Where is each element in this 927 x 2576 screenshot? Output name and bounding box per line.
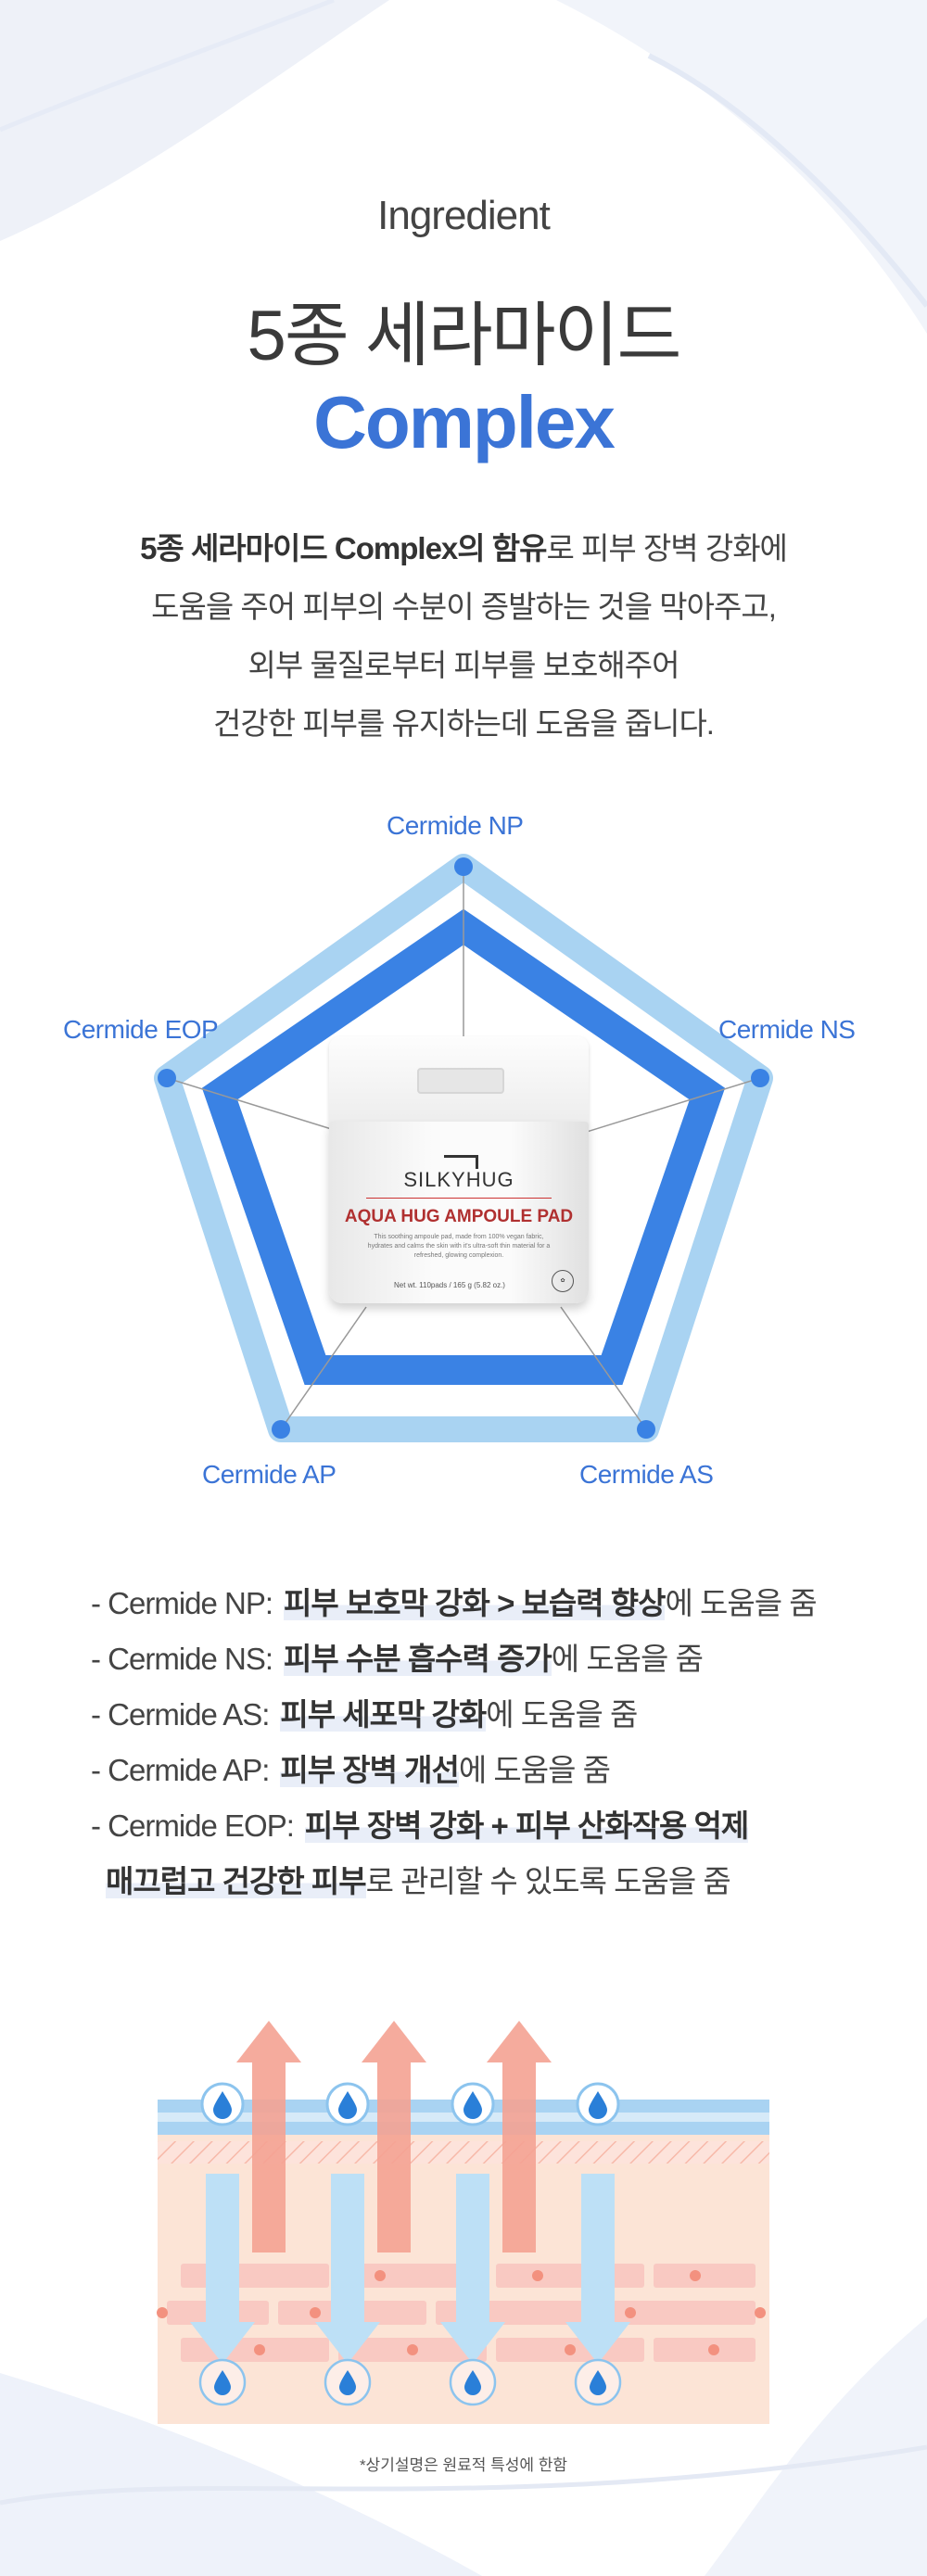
label-cermide-eop: Cermide EOP	[63, 1015, 219, 1044]
feature-item-np: - Cermide NP: 피부 보호막 강화 > 보습력 향상에 도움을 줌	[91, 1576, 870, 1631]
feature-rest: 로 관리할 수 있도록 도움을 줌	[365, 1864, 731, 1898]
label-cermide-ns: Cermide NS	[718, 1015, 856, 1044]
jar-body	[329, 1122, 589, 1303]
page-title: 5종 세라마이드	[247, 297, 682, 375]
ingredient-description: 5종 세라마이드 Complex의 함유로 피부 장벽 강화에 도움을 주어 피…	[0, 519, 927, 753]
vertex-as	[637, 1420, 655, 1439]
droplet-icon	[198, 2358, 247, 2406]
feature-rest: 에 도움을 줌	[486, 1697, 638, 1732]
vegan-badge-icon: ✿	[552, 1270, 574, 1292]
feature-rest: 에 도움을 줌	[665, 1586, 817, 1620]
down-arrow-icon	[190, 2174, 255, 2364]
droplet-icon	[325, 2082, 370, 2126]
desc-line-1-rest: 로 피부 장벽 강화에	[546, 531, 788, 565]
product-jar-image: SILKYHUG AQUA HUG AMPOULE PAD This sooth…	[329, 1036, 589, 1305]
feature-rest: 에 도움을 줌	[458, 1753, 611, 1787]
hatched-layer	[158, 2141, 769, 2164]
feature-rest: 에 도움을 줌	[551, 1642, 704, 1676]
product-weight: Net wt. 110pads / 165 g (5.82 oz.)	[394, 1281, 505, 1289]
label-cermide-as: Cermide AS	[579, 1460, 714, 1489]
feature-highlight: 피부 수분 흡수력 증가	[284, 1642, 552, 1676]
jar-lid	[329, 1036, 589, 1129]
absorption-arrows	[190, 2174, 630, 2364]
deep-droplets	[198, 2358, 622, 2406]
feature-highlight: 피부 세포막 강화	[280, 1697, 487, 1732]
feature-highlight: 피부 장벽 강화 + 피부 산화작용 억제	[304, 1808, 749, 1843]
outer-pentagon	[154, 854, 773, 1442]
feature-highlight: 매끄럽고 건강한 피부	[106, 1864, 367, 1898]
desc-line-3: 외부 물질로부터 피부를 보호해주어	[248, 648, 680, 682]
vertex-eop	[158, 1069, 176, 1087]
label-cermide-np: Cermide NP	[387, 811, 524, 840]
inner-pentagon	[201, 908, 726, 1385]
desc-emphasis: 5종 세라마이드 Complex의 함유	[140, 531, 547, 565]
feature-item-eop: - Cermide EOP: 피부 장벽 강화 + 피부 산화작용 억제	[91, 1798, 870, 1854]
desc-line-1: 5종 세라마이드 Complex의 함유로 피부 장벽 강화에	[0, 519, 927, 577]
feature-highlight: 피부 보호막 강화 > 보습력 향상	[284, 1586, 666, 1620]
droplet-icon	[576, 2082, 620, 2126]
droplet-icon	[324, 2358, 372, 2406]
up-arrow-icon	[236, 2021, 301, 2252]
desc-line-4: 건강한 피부를 유지하는데 도움을 줍니다.	[213, 706, 715, 741]
radar-spokes	[166, 867, 761, 1430]
surface-droplets	[200, 2082, 620, 2126]
feature-item-ap: - Cermide AP: 피부 장벽 개선에 도움을 줌	[91, 1743, 870, 1798]
feature-label: - Cermide NP:	[91, 1586, 273, 1620]
feature-item-ns: - Cermide NS: 피부 수분 흡수력 증가에 도움을 줌	[91, 1631, 870, 1687]
ceramide-feature-list: - Cermide NP:피부 보호막 강화 > 보습력 향상에 도움을 줌 -…	[91, 1576, 870, 1910]
surface-layer-bottom	[158, 2122, 769, 2135]
cell-dots	[157, 2270, 766, 2355]
feature-label: - Cermide AS:	[91, 1697, 270, 1732]
label-rule	[366, 1198, 552, 1199]
feature-label: - Cermide AP:	[91, 1753, 270, 1787]
feature-highlight: 피부 장벽 개선	[280, 1753, 460, 1787]
feature-item-as: - Cermide AS: 피부 세포막 강화에 도움을 줌	[91, 1687, 870, 1743]
section-eyebrow: Ingredient	[377, 193, 551, 238]
vertex-np	[454, 857, 473, 876]
product-name: AQUA HUG AMPOULE PAD	[344, 1207, 574, 1226]
feature-item-eop-continued: 매끄럽고 건강한 피부로 관리할 수 있도록 도움을 줌	[91, 1854, 870, 1910]
droplet-icon	[449, 2358, 497, 2406]
down-arrow-icon	[440, 2174, 505, 2364]
up-arrow-icon	[362, 2021, 426, 2252]
up-arrow-icon	[487, 2021, 552, 2252]
product-desc: This soothing ampoule pad, made from 100…	[367, 1234, 551, 1259]
droplet-icon	[574, 2358, 622, 2406]
product-brand: SILKYHUG	[403, 1168, 514, 1191]
desc-line-2: 도움을 주어 피부의 수분이 증발하는 것을 막아주고,	[151, 590, 777, 624]
page-subtitle: Complex	[313, 381, 616, 463]
feature-label: - Cermide EOP:	[91, 1808, 295, 1843]
droplet-icon	[200, 2082, 245, 2126]
vertex-ap	[272, 1420, 290, 1439]
brand-logo-icon	[444, 1155, 478, 1169]
jar-lid-tab	[417, 1068, 504, 1094]
radar-vertices	[158, 857, 769, 1439]
label-cermide-ap: Cermide AP	[202, 1460, 337, 1489]
down-arrow-icon	[565, 2174, 630, 2364]
evaporation-arrows	[236, 2021, 552, 2252]
radar-svg	[154, 854, 773, 1442]
droplet-icon	[451, 2082, 495, 2126]
vertex-ns	[751, 1069, 769, 1087]
skin-barrier-illustration	[157, 2021, 769, 2424]
down-arrow-icon	[315, 2174, 380, 2364]
feature-label: - Cermide NS:	[91, 1642, 273, 1676]
ceramide-radar	[0, 797, 927, 1502]
footnote: *상기설명은 원료적 특성에 한함	[359, 2456, 568, 2474]
